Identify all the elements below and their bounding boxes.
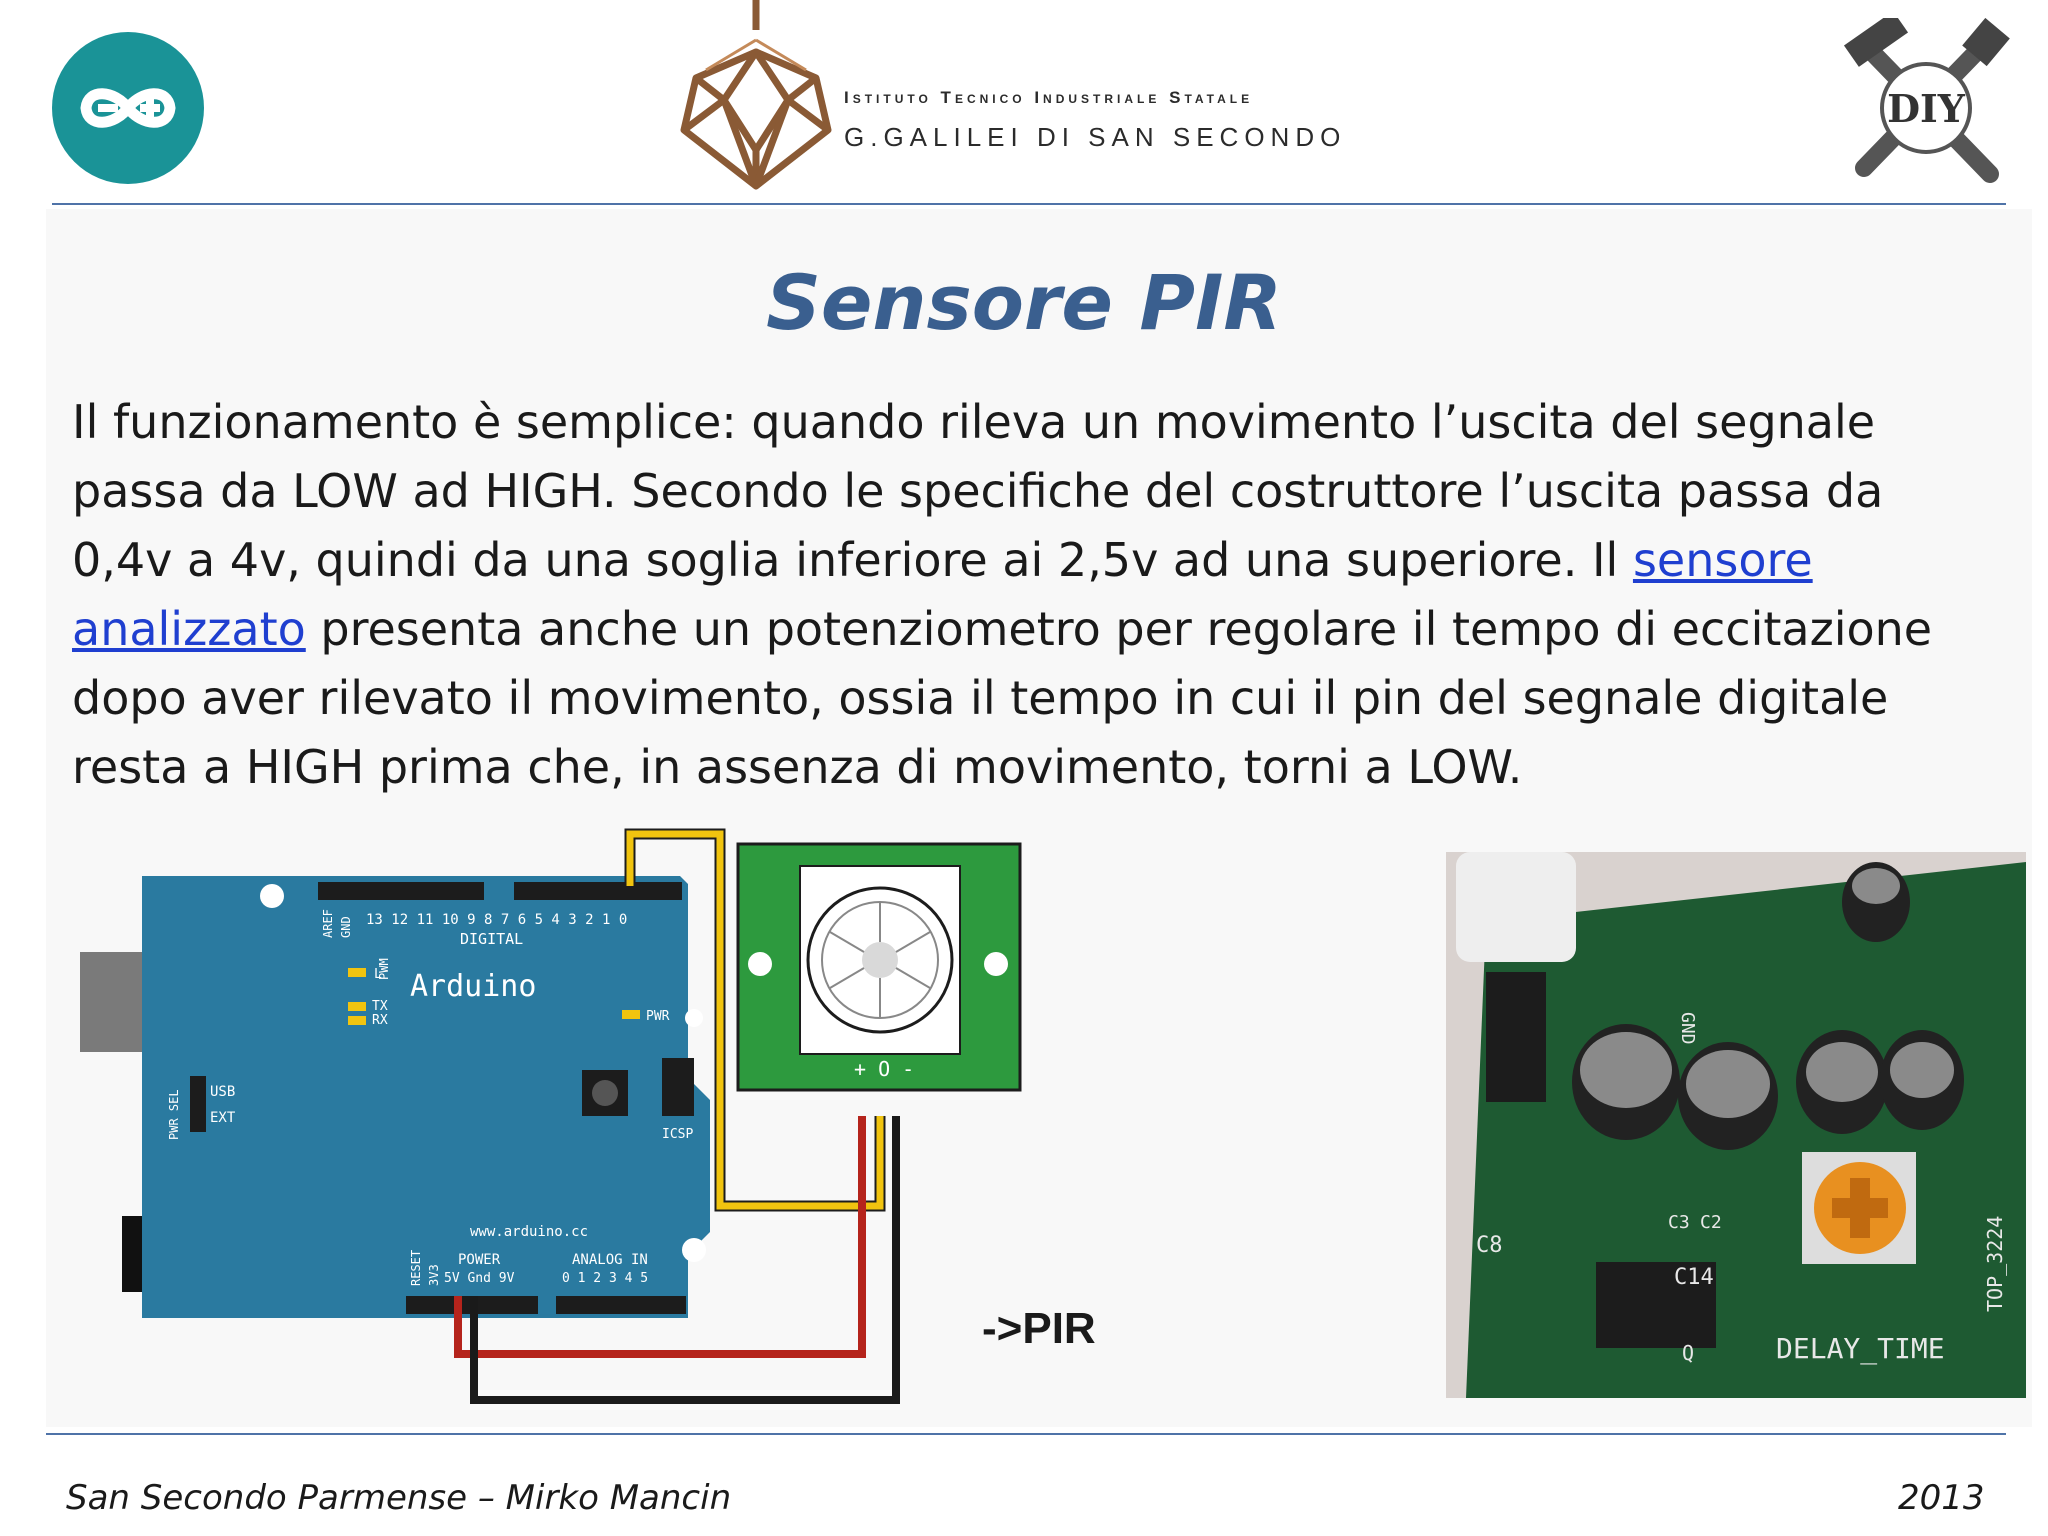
l-label: L xyxy=(374,967,382,982)
tx-label: TX xyxy=(372,999,388,1014)
top-label: TOP_3224 xyxy=(1983,1216,2007,1312)
digital-header-right xyxy=(514,882,682,900)
power-pins-label: 5V Gnd 9V xyxy=(444,1271,515,1286)
rx-label: RX xyxy=(372,1013,388,1028)
q-label: Q xyxy=(1682,1341,1694,1365)
school-polyhedron-logo xyxy=(676,0,836,196)
c3-label: C3 xyxy=(1668,1212,1690,1233)
sensor-link[interactable]: sensore analizzato xyxy=(72,533,1813,656)
footer-year: 2013 xyxy=(1898,1478,1985,1518)
slide-title: Sensore PIR xyxy=(766,258,1282,347)
c8-label: C8 xyxy=(1476,1233,1503,1258)
pin-numbers: 13 12 11 10 9 8 7 6 5 4 3 2 1 0 xyxy=(366,912,627,928)
3v3-label: 3V3 xyxy=(427,1264,441,1286)
analog-pins-label: 0 1 2 3 4 5 xyxy=(562,1271,648,1286)
icsp-header xyxy=(662,1058,694,1116)
ext-label: EXT xyxy=(210,1110,236,1126)
pir-pin-labels: + O - xyxy=(854,1057,914,1081)
circuit-diagram: Arduino DIGITAL AREF GND 13 12 11 10 9 8… xyxy=(70,820,1090,1420)
analog-header xyxy=(556,1296,686,1314)
ground-wire-black xyxy=(470,1116,900,1404)
board-name: Arduino xyxy=(410,969,536,1004)
arduino-logo-icon xyxy=(52,32,204,184)
icsp-label: ICSP xyxy=(662,1127,693,1142)
pwm-label: PWM xyxy=(377,958,391,980)
signal-wire-yellow xyxy=(626,830,884,1210)
power-label: POWER xyxy=(458,1252,501,1268)
digital-label: DIGITAL xyxy=(460,930,523,948)
school-name: Istituto Tecnico Industriale Statale G.G… xyxy=(844,88,1404,153)
power-wire-red xyxy=(454,1116,866,1358)
usb-label: USB xyxy=(210,1084,235,1100)
footer-divider xyxy=(46,1433,2006,1435)
analog-in-label: ANALOG IN xyxy=(572,1252,648,1268)
aref-label: AREF xyxy=(321,909,335,938)
body-text-part1: Il funzionamento è semplice: quando rile… xyxy=(72,395,1884,587)
pwr-sel-label: PWR SEL xyxy=(167,1089,181,1140)
pir-board-photo: DELAY_TIME C14 C8 C3 C2 Q TOP_3224 GND xyxy=(1446,852,2026,1398)
school-name-line2: G.GALILEI DI SAN SECONDO xyxy=(844,122,1347,152)
reset-label: RESET xyxy=(409,1250,423,1286)
delay-time-label: DELAY_TIME xyxy=(1776,1332,1945,1366)
header-divider xyxy=(52,203,2006,205)
body-text-part2: presenta anche un potenziometro per rego… xyxy=(72,602,1933,794)
c14-label: C14 xyxy=(1674,1265,1714,1290)
body-paragraph: Il funzionamento è semplice: quando rile… xyxy=(72,388,1972,802)
school-name-line1: Istituto Tecnico Industriale Statale xyxy=(844,88,1254,107)
arduino-board xyxy=(142,876,710,1318)
c2-label: C2 xyxy=(1700,1212,1722,1233)
pwr-label: PWR xyxy=(646,1009,670,1024)
footer-author: San Secondo Parmense – Mirko Mancin xyxy=(66,1478,732,1518)
pir-arrow-label: ->PIR xyxy=(982,1304,1096,1353)
digital-header-left xyxy=(318,882,484,900)
diy-tools-logo-icon: DIY xyxy=(1842,11,2010,190)
gnd-photo-label: GND xyxy=(1677,1012,1698,1045)
diy-text: DIY xyxy=(1887,86,1966,131)
gnd-label: GND xyxy=(339,916,353,938)
url-label: www.arduino.cc xyxy=(470,1224,588,1240)
